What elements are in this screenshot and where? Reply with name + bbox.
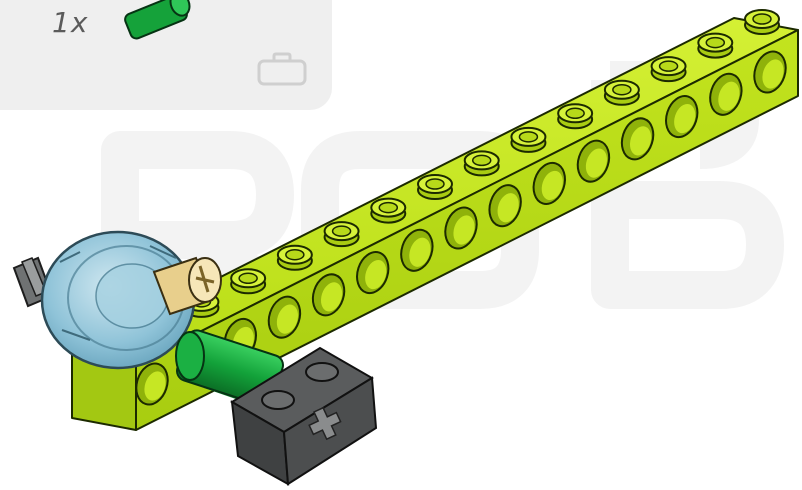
blue-hub-wheel [40,230,196,370]
lime-technic-beam [71,9,799,431]
beam-stud [510,126,547,153]
beam-stud [323,221,360,248]
beam-stud [417,174,453,200]
beam-hole-highlight [409,237,431,267]
beam-hole-highlight [674,103,696,134]
beam-stud [744,9,780,35]
dark-gray-brick [230,346,378,486]
beam-stud [650,56,687,83]
beam-hole-highlight [365,259,387,290]
beam-hole-highlight [144,371,166,401]
parts-list-panel: 1x [0,0,332,110]
beam-holes [135,50,787,406]
tan-bushing [152,256,222,316]
beam-hole-highlight [453,215,475,245]
beam-hole-highlight [541,170,563,201]
beam-stud [697,32,734,59]
beam-stud [603,79,640,106]
beam-hole-highlight [276,304,299,334]
green-axle-pin-icon [124,0,191,40]
beam-hole-highlight [629,126,652,156]
briefcase-icon[interactable] [256,52,308,86]
beam-hole-highlight [762,59,784,89]
beam-stud [370,197,407,224]
beam-hole-highlight [718,81,740,111]
beam-stud [230,268,267,295]
part-quantity-label: 1x [52,6,89,39]
beam-hole-highlight [497,193,519,223]
beam-hole-highlight [585,148,608,178]
beam-hole-highlight [320,282,343,312]
beam-stud [276,244,313,271]
beam-stud [463,150,500,177]
beam-stud [557,103,594,130]
